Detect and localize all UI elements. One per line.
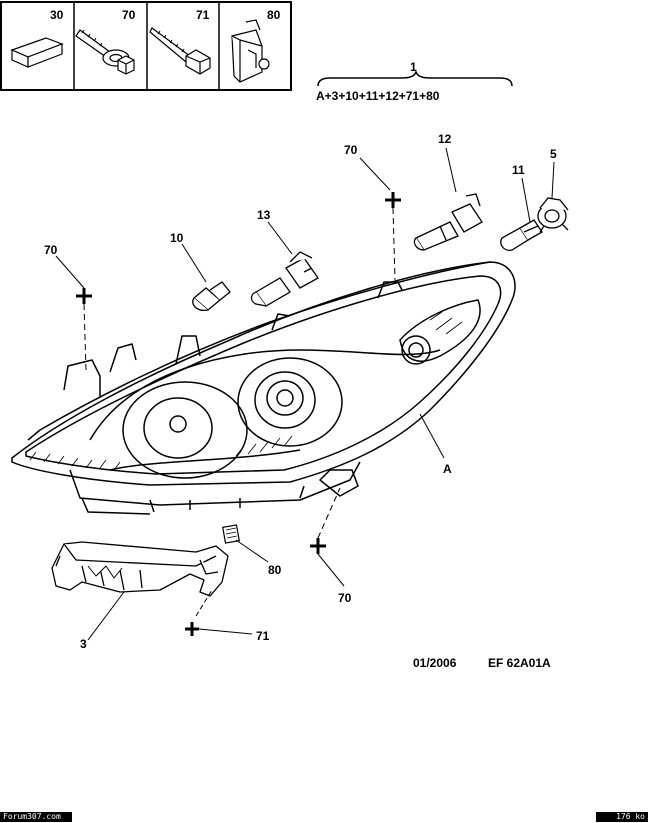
fastener-ref-30: 30: [50, 8, 64, 22]
callout-71: 71: [256, 629, 270, 643]
bracket-3: [51, 541, 229, 597]
rubber-block-icon: [10, 37, 64, 68]
fastener-ref-70: 70: [122, 8, 136, 22]
callout-80: 80: [268, 563, 282, 577]
callout-3: 3: [80, 637, 87, 651]
callout-12: 12: [438, 132, 452, 146]
fastener-box: [0, 1, 292, 91]
assembly-ref: 1: [410, 60, 417, 74]
callout-11: 11: [512, 163, 525, 177]
footer-site: Forum307.com: [0, 812, 72, 822]
doc-code: EF 62A01A: [488, 656, 551, 670]
clip-nut-icon: [231, 19, 270, 83]
self-tapping-screw-icon: [149, 27, 211, 75]
assembly-formula: A+3+10+11+12+71+80: [316, 89, 440, 103]
footer-size: 176 ko: [596, 812, 648, 822]
screw-markers: [76, 192, 401, 636]
callout-70-left: 70: [44, 243, 58, 257]
callout-70-top: 70: [344, 143, 358, 157]
callout-13: 13: [257, 208, 271, 222]
leader-lines: [55, 147, 555, 641]
clip-nut-80: [222, 524, 240, 544]
assembly-brace: [317, 69, 513, 87]
screw-washer-icon: [75, 29, 135, 75]
bulb-12: [413, 193, 483, 251]
headlamp-housing: [11, 261, 516, 515]
fastener-ref-80: 80: [267, 8, 281, 22]
callout-10: 10: [170, 231, 184, 245]
fastener-ref-71: 71: [196, 8, 210, 22]
callout-5: 5: [550, 147, 557, 161]
callout-A: A: [443, 462, 452, 476]
bulb-11: [500, 219, 543, 251]
bulb-10: [192, 281, 231, 311]
callout-70-bottom: 70: [338, 591, 352, 605]
bulb-13: [250, 251, 319, 307]
bulb-holder-5: [537, 197, 569, 233]
doc-date: 01/2006: [413, 656, 457, 670]
